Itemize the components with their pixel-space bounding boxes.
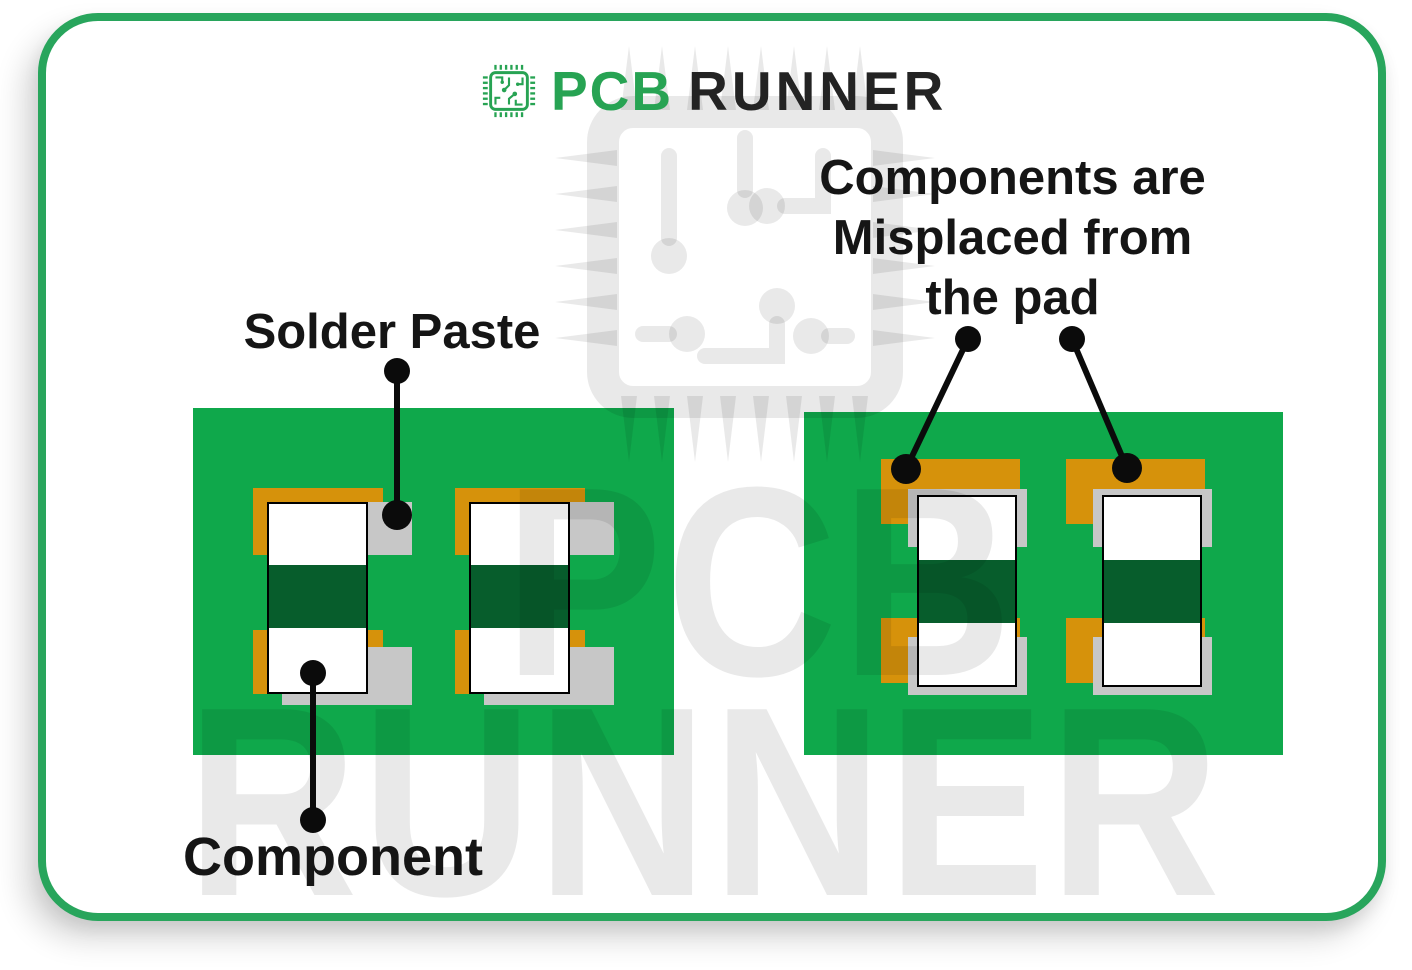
component-band bbox=[917, 560, 1017, 623]
component-label: Component bbox=[183, 827, 483, 887]
logo-text-runner: RUNNER bbox=[688, 59, 948, 122]
misplaced-label-line3: the pad bbox=[925, 271, 1100, 325]
pcb-board-misplaced bbox=[804, 412, 1283, 755]
misplaced-label-line1: Components are bbox=[819, 151, 1206, 205]
component-band bbox=[1102, 560, 1202, 623]
smd-component bbox=[469, 502, 570, 694]
component-band bbox=[469, 565, 570, 628]
smd-component bbox=[267, 502, 368, 694]
pcb-chip-logo-icon bbox=[482, 64, 536, 118]
component-band bbox=[267, 565, 368, 628]
logo-text-pcb: PCB bbox=[551, 59, 674, 122]
brand-logo: PCB RUNNER bbox=[480, 60, 947, 122]
smd-component-misplaced bbox=[1102, 495, 1202, 687]
smd-component-misplaced bbox=[917, 495, 1017, 687]
pcb-board-correct bbox=[193, 408, 674, 755]
solder-paste-label: Solder Paste bbox=[243, 305, 541, 359]
misplaced-label: Components are Misplaced from the pad bbox=[760, 148, 1265, 328]
misplaced-label-line2: Misplaced from bbox=[832, 211, 1193, 265]
